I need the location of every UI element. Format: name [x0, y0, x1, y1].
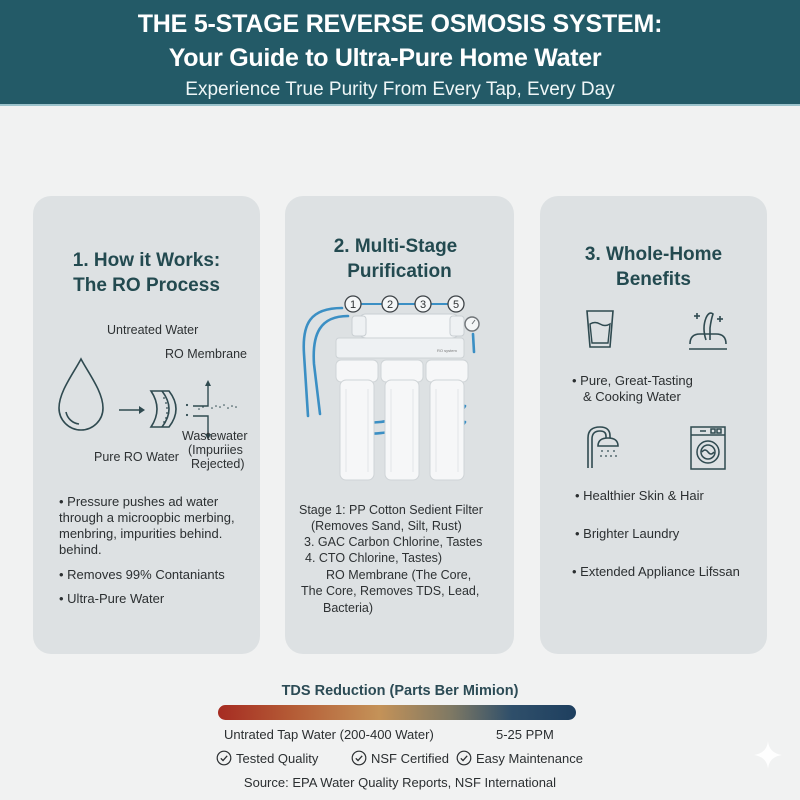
card-1-title: 1. How it Works: The RO Process: [33, 248, 260, 298]
title-line-2: Your Guide to Ultra-Pure Home Water: [168, 44, 602, 72]
tds-right-label: 5-25 PPM: [496, 727, 554, 742]
stage-numbers: 1 2 3 5: [344, 295, 465, 313]
stage-1-line: Stage 1: PP Cotton Sedient Filter: [299, 503, 483, 517]
benefit-cooking-water: & Cooking Water: [583, 389, 681, 404]
card-2-title-line-2: Purification: [347, 261, 452, 282]
badge-easy-maintenance: Easy Maintenance: [456, 750, 583, 766]
bullet-pressure-2: through a microopbic merbing,: [59, 510, 235, 525]
sparkle-icon: [754, 741, 782, 769]
badge-tested-quality: Tested Quality: [216, 750, 318, 766]
badge-label: NSF Certified: [371, 750, 450, 766]
tds-title: TDS Reduction (Parts Ber Mimion): [281, 683, 519, 699]
card-3-title-line-1: 3. Whole-Home: [584, 244, 723, 265]
benefit-appliance: • Extended Appliance Lifssan: [572, 564, 740, 579]
water-drop-icon: [58, 357, 104, 431]
label-ro-membrane: RO Membrane: [165, 347, 247, 361]
badge-label: Easy Maintenance: [476, 750, 583, 766]
check-circle-icon: [216, 750, 232, 766]
subtitle: Experience True Purity From Every Tap, E…: [185, 79, 615, 100]
title-line-1: THE 5-STAGE REVERSE OSMOSIS SYSTEM:: [137, 10, 663, 38]
card-2-title: 2. Multi-Stage Purification: [285, 234, 514, 284]
label-pure-ro-water: Pure RO Water: [94, 450, 179, 464]
card-1-title-line-2: The RO Process: [73, 275, 220, 296]
header-banner: THE 5-STAGE REVERSE OSMOSIS SYSTEM: Your…: [0, 0, 800, 106]
check-circle-icon: [351, 750, 367, 766]
check-circle-icon: [456, 750, 472, 766]
shower-icon: [587, 426, 619, 468]
stage-ro-detail: The Core, Removes TDS, Lead,: [301, 584, 480, 598]
benefit-skin-hair: • Healthier Skin & Hair: [575, 488, 704, 503]
card-multi-stage: 2. Multi-Stage Purification RO system: [285, 196, 514, 654]
stage-4-line: 4. CTO Chlorine, Tastes): [305, 551, 443, 565]
svg-text:5: 5: [453, 299, 459, 311]
stage-ro-line: RO Membrane (The Core,: [326, 568, 472, 582]
svg-text:1: 1: [350, 299, 356, 311]
bullet-pressure-3: menbring, impurities behind.: [59, 526, 223, 541]
bullet-ultra-pure: • Ultra-Pure Water: [59, 591, 165, 606]
impurity-dots-icon: [198, 404, 237, 410]
membrane-icon: [149, 390, 189, 428]
ro-process-diagram: [58, 357, 237, 440]
card-whole-home-benefits: 3. Whole-Home Benefits • Pure, Great-Tas…: [540, 196, 767, 654]
filter-canisters-icon: [335, 359, 469, 481]
benefit-pure-water: • Pure, Great-Tasting: [572, 373, 693, 388]
arrow-down-icon: [193, 415, 211, 440]
svg-text:2: 2: [387, 299, 393, 311]
label-untreated-water: Untreated Water: [107, 323, 199, 337]
badge-nsf-certified: NSF Certified: [351, 750, 449, 766]
label-rejected: Rejected): [191, 457, 245, 471]
card-3-title-line-2: Benefits: [616, 269, 691, 290]
card-3-title: 3. Whole-Home Benefits: [540, 242, 767, 292]
label-wastewater: Wastewater: [182, 429, 248, 443]
tds-gradient-bar: [218, 705, 576, 720]
card-how-it-works: 1. How it Works: The RO Process Untreate…: [33, 196, 260, 654]
label-impurities: (Impuriies: [188, 443, 243, 457]
ro-system-illustration: RO system 1 2 3 5: [302, 295, 480, 481]
bullet-pressure-4: behind.: [59, 542, 102, 557]
stage-1-detail: (Removes Sand, Silt, Rust): [311, 519, 462, 533]
arrow-right-icon: [119, 406, 145, 414]
svg-text:3: 3: [420, 299, 426, 311]
card-1-title-line-1: 1. How it Works:: [72, 250, 221, 271]
stage-ro-detail-2: Bacteria): [323, 601, 374, 615]
source-citation: Source: EPA Water Quality Reports, NSF I…: [243, 775, 557, 790]
arrow-up-icon: [193, 380, 211, 407]
stage-3-line: 3. GAC Carbon Chlorine, Tastes: [304, 535, 483, 549]
benefit-laundry: • Brighter Laundry: [575, 526, 680, 541]
badge-label: Tested Quality: [236, 750, 319, 766]
bullet-pressure-1: • Pressure pushes ad water: [59, 494, 219, 509]
svg-text:RO system: RO system: [437, 348, 457, 353]
tds-left-label: Untrated Tap Water (200-400 Water): [224, 727, 434, 742]
water-glass-icon: [586, 310, 614, 348]
bullet-contaminants: • Removes 99% Contaniants: [59, 567, 225, 582]
hair-icon: [689, 312, 727, 350]
card-2-title-line-1: 2. Multi-Stage: [333, 236, 458, 257]
washing-machine-icon: [690, 426, 726, 470]
